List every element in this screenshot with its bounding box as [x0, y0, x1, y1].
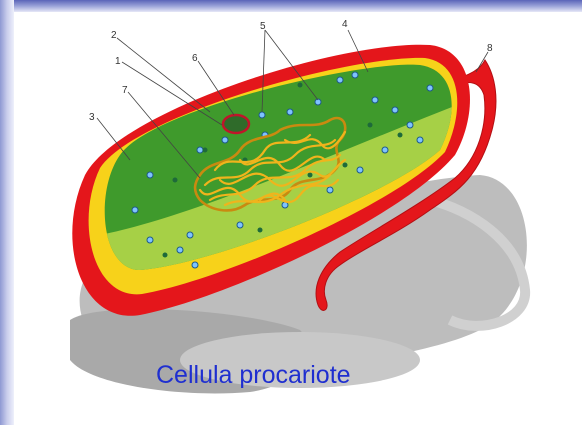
label-4: 4 — [342, 19, 348, 30]
label-2: 2 — [111, 30, 117, 41]
label-8: 8 — [487, 43, 493, 54]
plasmid — [223, 115, 249, 133]
label-6: 6 — [192, 53, 198, 64]
label-3: 3 — [89, 112, 95, 123]
diagram-caption: Cellula procariote — [156, 361, 351, 390]
label-7: 7 — [122, 85, 128, 96]
label-5: 5 — [260, 21, 266, 32]
label-1: 1 — [115, 56, 121, 67]
